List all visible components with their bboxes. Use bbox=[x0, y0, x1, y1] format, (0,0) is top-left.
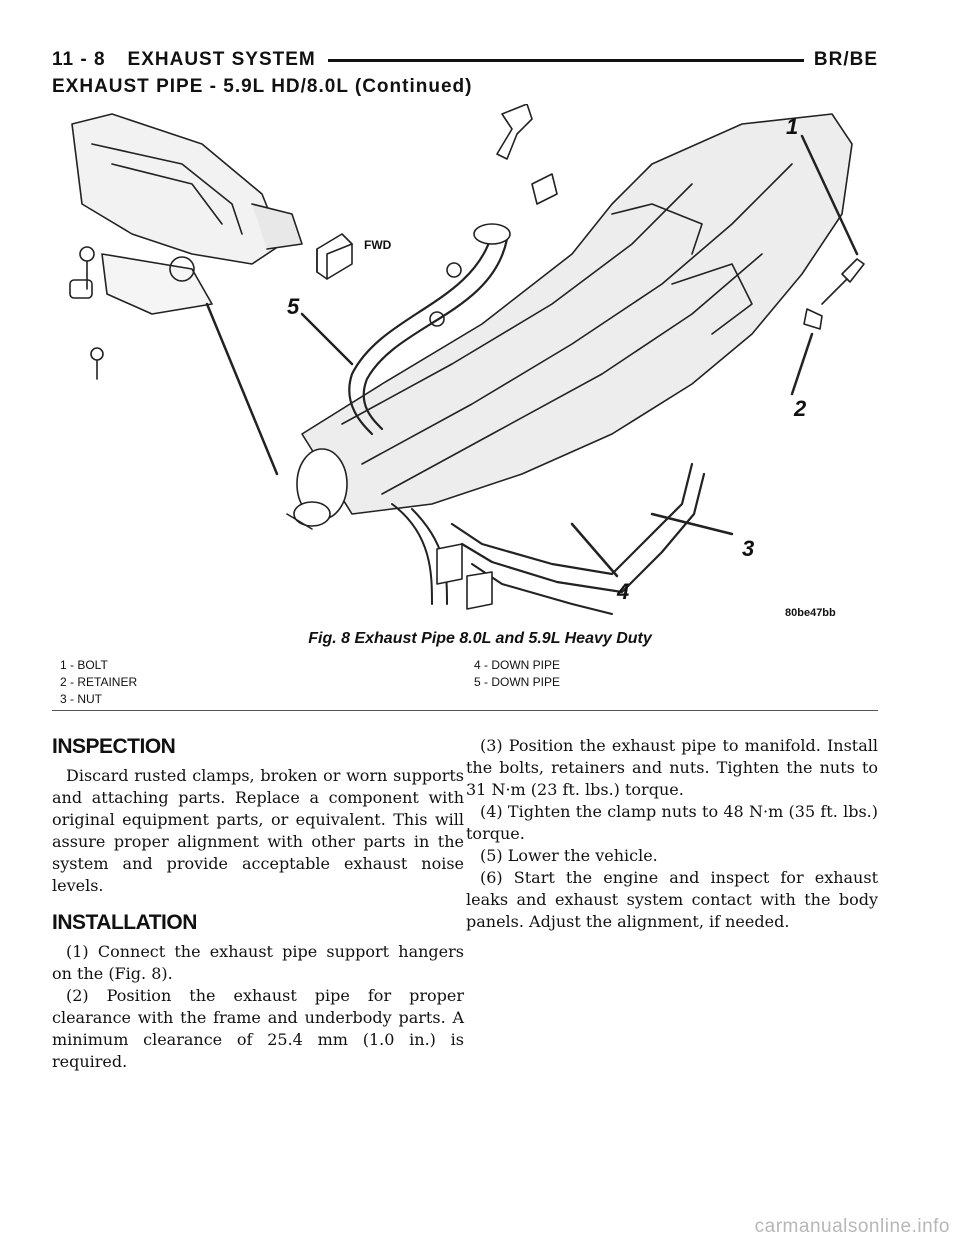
header-rule bbox=[327, 58, 804, 62]
exhaust-pipe-figure: 1 2 3 4 5 FWD 80be47bb bbox=[52, 104, 878, 626]
legend-right-column: 4 - DOWN PIPE 5 - DOWN PIPE bbox=[474, 657, 560, 691]
legend-item: 5 - DOWN PIPE bbox=[474, 675, 561, 689]
legend-item: 3 - NUT bbox=[60, 692, 102, 706]
installation-step-3: (3) Position the exhaust pipe to manifol… bbox=[466, 736, 878, 799]
page-header: 11 - 8 EXHAUST SYSTEM BR/BE bbox=[52, 46, 878, 74]
exhaust-pipes-drawing bbox=[348, 223, 706, 615]
continued-title: EXHAUST PIPE - 5.9L HD/8.0L (Continued) bbox=[52, 76, 473, 97]
installation-step-2: (2) Position the exhaust pipe for proper… bbox=[52, 986, 464, 1071]
callout-3: 3 bbox=[742, 536, 754, 561]
installation-step-5: (5) Lower the vehicle. bbox=[480, 846, 658, 865]
installation-step-6: (6) Start the engine and inspect for exh… bbox=[466, 868, 878, 931]
model-code: BR/BE bbox=[813, 49, 878, 70]
legend-left-column: 1 - BOLT 2 - RETAINER 3 - NUT bbox=[60, 657, 137, 708]
transfer-case-drawing bbox=[69, 113, 303, 380]
figure-id: 80be47bb bbox=[785, 607, 836, 619]
legend-item: 2 - RETAINER bbox=[60, 675, 138, 689]
callout-5: 5 bbox=[287, 294, 300, 319]
fwd-label: FWD bbox=[364, 238, 392, 252]
section-title: EXHAUST SYSTEM bbox=[127, 49, 316, 70]
transmission-drawing bbox=[286, 113, 853, 530]
fwd-arrow-drawing bbox=[316, 233, 353, 280]
inspection-text: Discard rusted clamps, broken or worn su… bbox=[52, 766, 464, 895]
legend-rule bbox=[52, 710, 878, 711]
figure-caption: Fig. 8 Exhaust Pipe 8.0L and 5.9L Heavy … bbox=[308, 630, 652, 647]
installation-step-4: (4) Tighten the clamp nuts to 48 N·m (35… bbox=[466, 802, 878, 843]
legend-item: 1 - BOLT bbox=[60, 658, 108, 672]
installation-step-1: (1) Connect the exhaust pipe support han… bbox=[52, 942, 464, 983]
exhaust-diagram: 1 2 3 4 5 FWD 80be47bb bbox=[69, 104, 865, 619]
legend-item: 4 - DOWN PIPE bbox=[474, 658, 561, 672]
inspection-heading: INSPECTION bbox=[52, 735, 176, 758]
left-text-column: INSPECTION Discard rusted clamps, broken… bbox=[52, 735, 464, 1073]
callout-4: 4 bbox=[616, 579, 629, 604]
installation-heading: INSTALLATION bbox=[52, 911, 197, 934]
watermark: carmanualsonline.info bbox=[754, 1216, 950, 1237]
callout-leaders bbox=[205, 134, 859, 578]
bolt-drawing bbox=[496, 104, 865, 330]
page-number: 11 - 8 bbox=[52, 49, 106, 70]
callout-2: 2 bbox=[793, 396, 807, 421]
right-text-column: (3) Position the exhaust pipe to manifol… bbox=[466, 735, 878, 933]
callout-1: 1 bbox=[786, 114, 798, 139]
